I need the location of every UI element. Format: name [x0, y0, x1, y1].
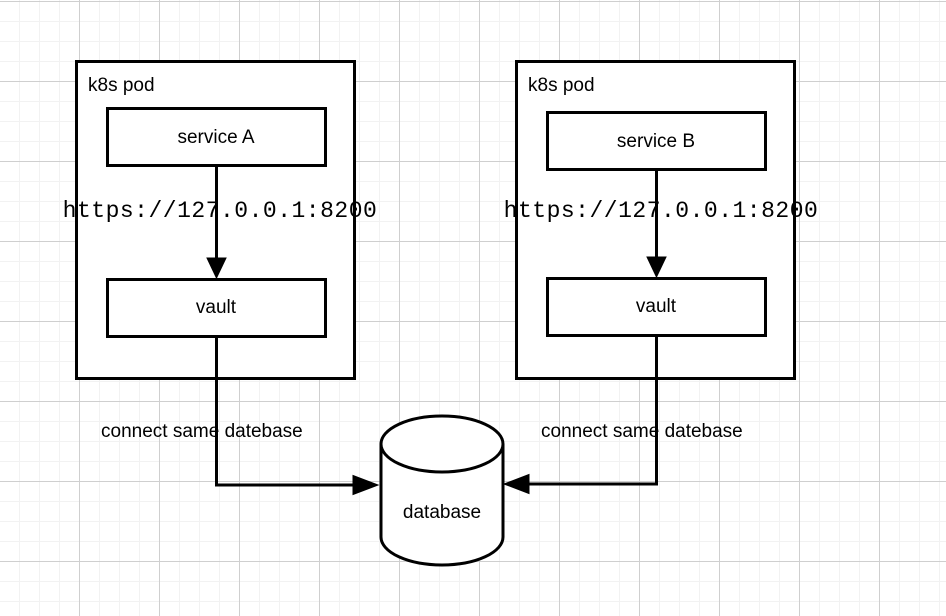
pod-right-title: k8s pod — [528, 75, 595, 96]
vault-left-label: vault — [196, 297, 237, 318]
arrowhead-vault-left-to-database — [352, 474, 380, 496]
vault-right-label: vault — [636, 296, 677, 317]
db-edge-label-left: connect same datebase — [101, 421, 303, 442]
endpoint-label-right: https://127.0.0.1:8200 — [504, 198, 819, 224]
edge-vault-left-to-database — [215, 337, 356, 487]
vault-box-right[interactable] — [546, 277, 767, 337]
database-cylinder-top — [379, 443, 505, 474]
database-label: database — [403, 502, 481, 523]
edge-vault-right-to-database — [527, 336, 658, 486]
endpoint-label-left: https://127.0.0.1:8200 — [63, 198, 378, 224]
arrowhead-service-b-to-vault — [646, 256, 667, 279]
database-cylinder-body[interactable] — [379, 414, 505, 567]
service-b-box[interactable] — [546, 111, 767, 171]
arrowhead-vault-right-to-database — [502, 473, 530, 495]
arrowhead-service-a-to-vault — [206, 257, 227, 280]
pod-left-title: k8s pod — [88, 75, 155, 96]
service-a-label: service A — [177, 127, 254, 148]
db-edge-label-right: connect same datebase — [541, 421, 743, 442]
service-b-label: service B — [617, 131, 695, 152]
vault-box-left[interactable] — [106, 278, 327, 338]
service-a-box[interactable] — [106, 107, 327, 167]
